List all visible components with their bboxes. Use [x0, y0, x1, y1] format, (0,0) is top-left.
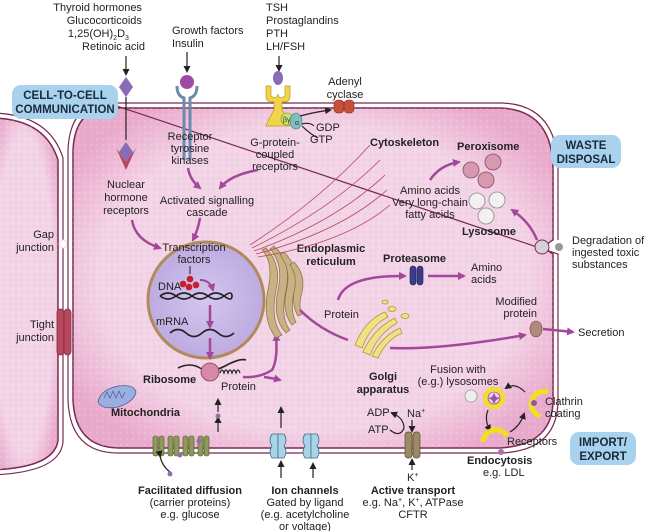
- dna-label: DNA: [158, 281, 182, 293]
- active-transport-label: Active transport: [371, 485, 456, 497]
- alpha-label: α: [295, 120, 299, 127]
- clathrin-pit-icon: [528, 388, 549, 419]
- phagocytic-vesicle-icon: [534, 239, 563, 255]
- hormone-diamond-icon: [119, 77, 133, 97]
- cytoskeleton-icon: [249, 144, 391, 258]
- ion-channels-label: Ion channels: [271, 485, 338, 497]
- clathrin-vesicle-icon: [483, 387, 505, 409]
- coated-pit-icon: [480, 427, 510, 443]
- beta-gamma-label: βγ: [283, 117, 291, 124]
- ldl-particle-icon: [498, 449, 504, 455]
- endocytosis-example: e.g. LDL: [483, 467, 525, 479]
- tight-junction: [56, 308, 72, 356]
- golgi-apparatus-icon: [354, 299, 410, 359]
- peroxisome-icon: [462, 153, 502, 189]
- gpcr-ligand-icon: [273, 71, 283, 85]
- mitochondria-label: Mitochondria: [111, 407, 181, 419]
- ion-channel-icon: [269, 433, 320, 459]
- nuclear-signals-label: Thyroid hormones Glucocorticoids 1,25(OH…: [53, 2, 145, 53]
- active-transport-example: e.g. Na+, K+, ATPase: [363, 497, 464, 509]
- proteasome-label: Proteasome: [383, 253, 446, 265]
- nuclear-receptor-hormone-icon: [119, 142, 133, 162]
- transcription-factor-dots: [179, 275, 200, 291]
- gap-junction: [58, 239, 68, 249]
- protein-coil-icon: [219, 369, 241, 375]
- cytoskeleton-label: Cytoskeleton: [370, 137, 439, 149]
- active-transport-cftr: CFTR: [398, 509, 427, 521]
- rtk-receptor-icon: [175, 85, 199, 160]
- endoplasmic-reticulum-icon: [261, 245, 304, 339]
- facilitated-diffusion-label: Facilitated diffusion: [138, 485, 242, 497]
- proteasome-icon: [409, 265, 424, 286]
- lysosome-label: Lysosome: [462, 226, 516, 238]
- endocytosis-label: Endocytosis: [467, 455, 532, 467]
- g-protein-alpha-icon: [289, 112, 303, 130]
- adenyl-cyclase-icon: [333, 99, 355, 114]
- fusion-label: Fusion with(e.g.) lysosomes: [418, 364, 499, 388]
- adp-label: ADP: [367, 407, 390, 419]
- svg-text:IMPORT/EXPORT: IMPORT/EXPORT: [579, 437, 628, 463]
- mitochondria-icon: [97, 385, 137, 409]
- ribosome-label: Ribosome: [143, 374, 196, 386]
- main-cell: [67, 102, 559, 454]
- atp-label: ATP: [368, 424, 389, 436]
- active-transport-pump-icon: [404, 431, 421, 459]
- ribosome-protein-label: Protein: [221, 381, 256, 393]
- mrna-label: mRNA: [156, 316, 189, 328]
- gdp-label: GDP: [316, 122, 340, 134]
- facilitated-diffusion-details: (carrier proteins)e.g. glucose: [150, 497, 231, 521]
- secretion-label: Secretion: [578, 327, 624, 339]
- badge-import-export: IMPORT/EXPORT: [570, 432, 636, 465]
- na-label: Na+: [407, 408, 425, 420]
- lysosome-small-icon: [464, 389, 478, 403]
- nuclear-receptor-icon: [116, 148, 136, 170]
- insulin-ligand-icon: [180, 75, 194, 89]
- mrna-strand-icon: [169, 328, 235, 338]
- ribosome-icon: [200, 362, 220, 382]
- secretory-vesicle-icon: [529, 320, 543, 338]
- receptors-label: Receptors: [507, 436, 558, 448]
- peroxisome-label: Peroxisome: [457, 141, 519, 153]
- gtp-label: GTP: [310, 134, 333, 146]
- er-protein-label: Protein: [324, 309, 359, 321]
- lysosome-icon: [468, 191, 506, 225]
- dna-helix-icon: [159, 292, 233, 300]
- k-label: K+: [407, 472, 418, 484]
- neighbor-cell: [0, 112, 64, 476]
